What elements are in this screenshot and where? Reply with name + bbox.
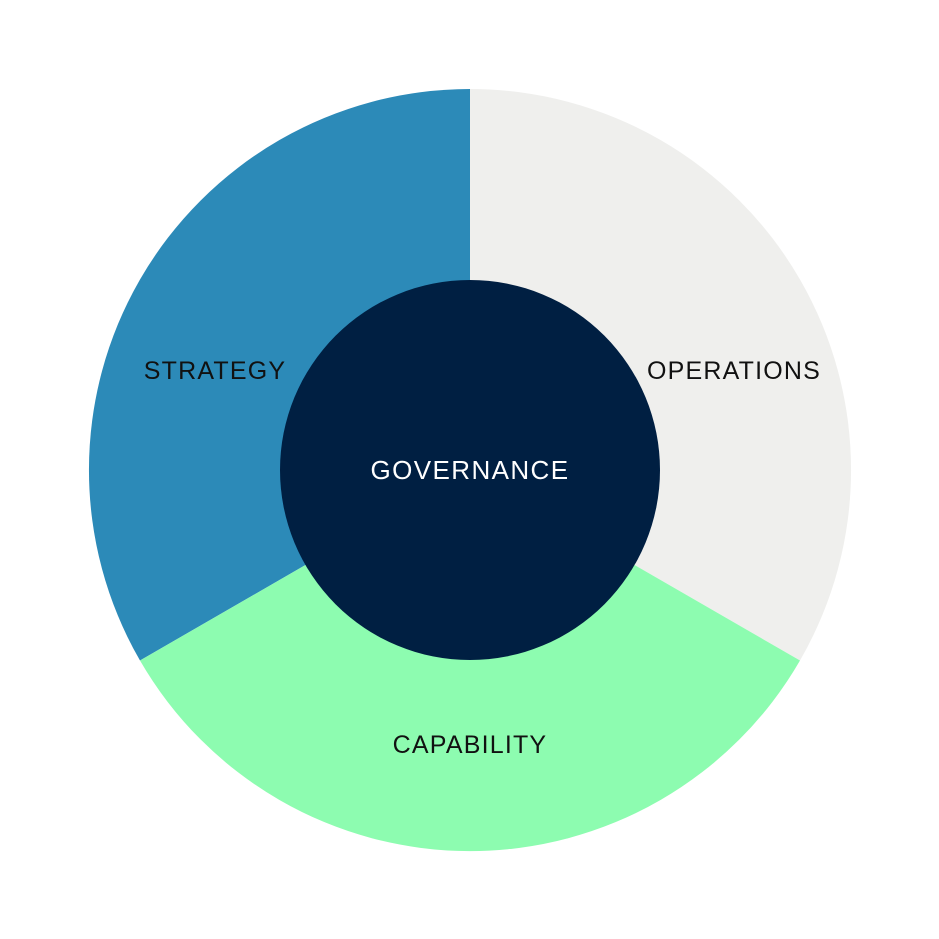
segment-capability bbox=[140, 470, 800, 852]
segment-label-capability: CAPABILITY bbox=[393, 731, 548, 759]
segment-label-operations: OPERATIONS bbox=[647, 357, 821, 385]
center-label: GOVERNANCE bbox=[371, 455, 570, 485]
segment-label-strategy: STRATEGY bbox=[144, 357, 287, 385]
center-circle bbox=[280, 280, 660, 660]
